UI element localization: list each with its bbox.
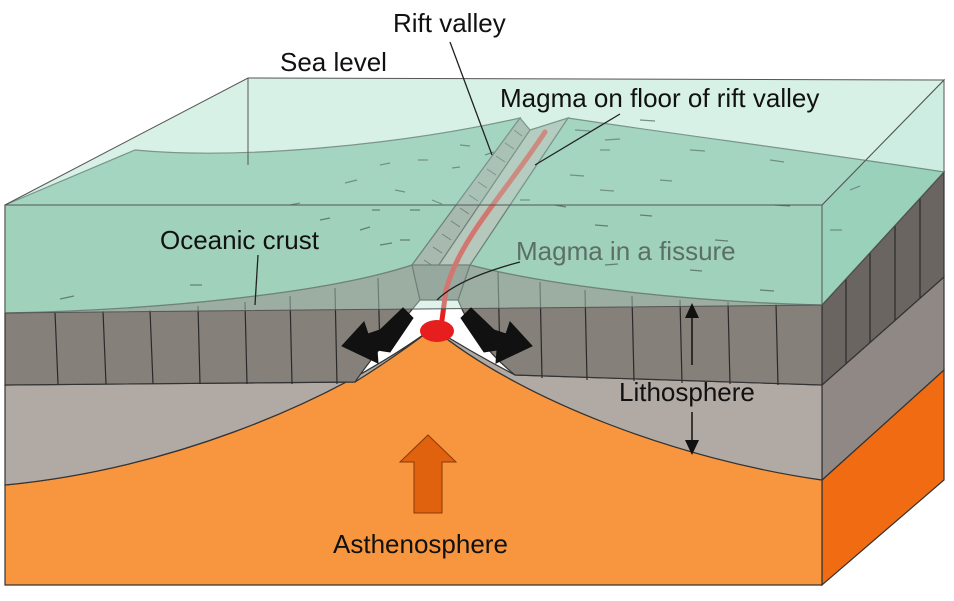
lithosphere-label: Lithosphere	[619, 377, 755, 407]
water-front-face	[4, 204, 823, 314]
lithosphere-thickness-arrow	[685, 303, 699, 455]
spreading-arrow-left	[341, 307, 414, 364]
rift-valley-label: Rift valley	[393, 8, 506, 38]
magma-fissure-leader	[436, 261, 521, 301]
rift-fissure-face	[411, 264, 471, 301]
oceanic-crust-label: Oceanic crust	[160, 225, 320, 255]
lithosphere-front-right	[432, 327, 823, 481]
oceanic-crust-leader	[254, 254, 259, 306]
magma-floor-leader	[534, 113, 621, 166]
sea-level-label: Sea level	[280, 47, 387, 77]
asthenosphere-label: Asthenosphere	[333, 529, 508, 559]
magma-floor-label: Magma on floor of rift valley	[500, 83, 819, 113]
upwelling-arrow	[398, 434, 458, 514]
magma-chamber	[420, 320, 454, 342]
magma-fissure-label: Magma in a fissure	[516, 236, 736, 266]
rift-valley-leader	[449, 41, 493, 156]
crust-side-joints	[845, 199, 921, 363]
spreading-arrow-right	[460, 307, 533, 364]
